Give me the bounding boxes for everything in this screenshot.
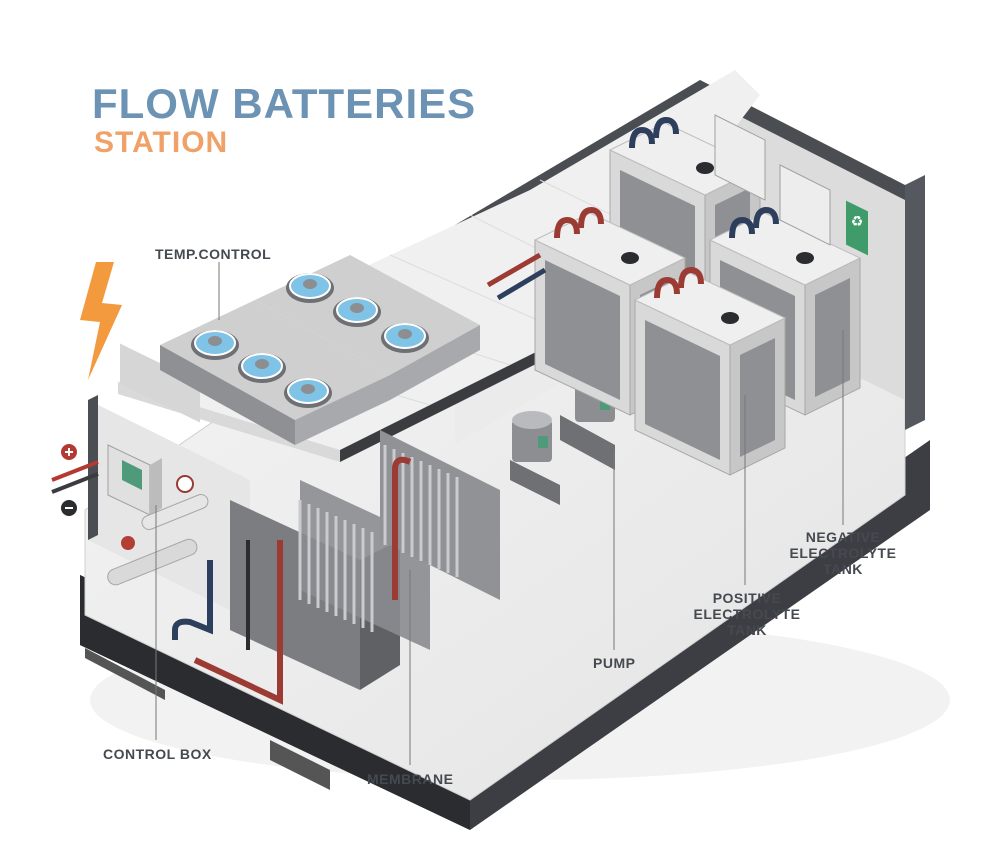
fan-icon [286, 273, 334, 303]
label-negative-tank: NEGATIVE ELECTROLYTE TANK [788, 529, 898, 577]
pumps [510, 371, 615, 505]
label-pump: PUMP [593, 655, 636, 671]
terminals [51, 444, 99, 516]
label-temp-control: TEMP.CONTROL [155, 246, 272, 262]
label-positive-tank: POSITIVE ELECTROLYTE TANK [692, 590, 802, 638]
wall-equipment: ♻ [714, 114, 868, 256]
label-positive-line1: POSITIVE [712, 590, 782, 606]
fan-icon [238, 353, 286, 383]
label-positive-line3: TANK [727, 622, 767, 638]
membrane-stacks [172, 430, 500, 705]
label-negative-line2: ELECTROLYTE [789, 545, 897, 561]
fan-icon [191, 330, 239, 360]
lightning-bolt-icon [80, 262, 122, 380]
label-membrane: MEMBRANE [367, 771, 454, 787]
temp-control-units [160, 255, 480, 445]
page-subtitle: STATION [94, 126, 229, 159]
label-positive-line2: ELECTROLYTE [693, 606, 801, 622]
label-control-box: CONTROL BOX [103, 746, 212, 762]
wall-pipe-blue [496, 267, 547, 301]
gauge-icon [176, 475, 194, 493]
wall-pipe-red [486, 252, 542, 288]
label-negative-line1: NEGATIVE [805, 529, 881, 545]
svg-text:♻: ♻ [851, 214, 864, 230]
control-room-pipes [107, 475, 209, 586]
fan-icon [381, 323, 429, 353]
leader-lines [155, 262, 844, 765]
control-box [107, 444, 162, 516]
label-negative-line3: TANK [823, 561, 863, 577]
fan-icon [333, 297, 381, 327]
recycle-sign-icon [846, 200, 868, 256]
page-title: FLOW BATTERIES [92, 80, 477, 127]
fan-icon [284, 378, 332, 408]
electrolyte-tanks [533, 116, 862, 476]
tank [633, 266, 787, 476]
